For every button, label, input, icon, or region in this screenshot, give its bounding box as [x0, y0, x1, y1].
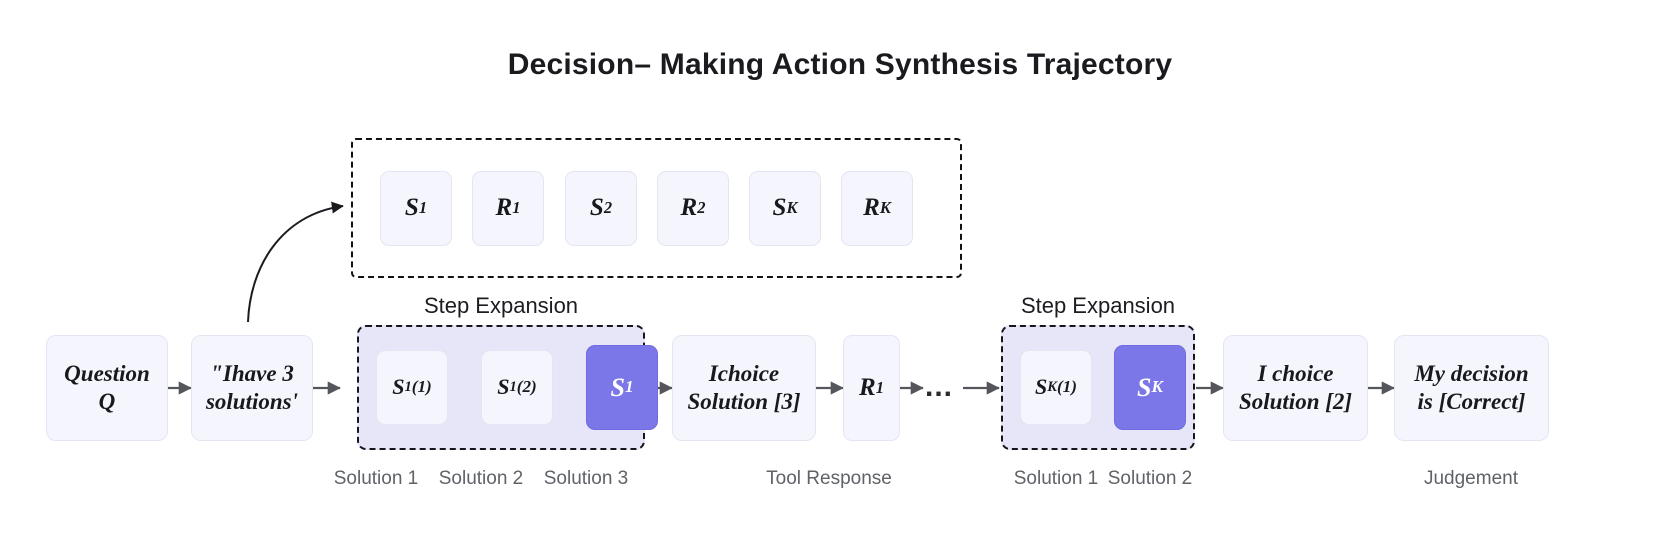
trajectory-node-5-sub: K — [879, 198, 891, 218]
step1-node-0-sup: (1) — [411, 377, 432, 397]
step1-node-1-sup: (2) — [516, 377, 537, 397]
step2-node-1-base: S — [1137, 372, 1152, 402]
step-expansion-2-title: Step Expansion — [1020, 293, 1176, 318]
ellipsis-indicator: ... — [925, 370, 954, 403]
step1-caption-0: Solution 1 — [333, 468, 419, 489]
question-node: Question Q — [46, 335, 168, 441]
trajectory-node-2-base: S — [589, 194, 604, 222]
step2-node-1-sub: K — [1151, 377, 1163, 397]
judgement-caption: Judgement — [1423, 468, 1518, 489]
trajectory-node-3-sub: 2 — [697, 198, 706, 218]
step2-node-0-sup: (1) — [1056, 377, 1077, 397]
step-expansion-1-title: Step Expansion — [423, 293, 579, 318]
claim-node: "Ihave 3 solutions' — [191, 335, 313, 441]
judgement-node: My decision is [Correct] — [1394, 335, 1549, 441]
trajectory-dashed-container — [351, 138, 962, 278]
page-title: Decision– Making Action Synthesis Trajec… — [507, 48, 1173, 81]
reason-1-sub: 1 — [875, 377, 884, 397]
step1-node-0-base: S — [392, 374, 405, 400]
trajectory-node-1-base: R — [495, 194, 513, 222]
trajectory-node-0-base: S — [404, 194, 419, 222]
step1-caption-2: Solution 3 — [543, 468, 629, 489]
step2-caption-0: Solution 1 — [1013, 468, 1099, 489]
tool-response-2-node: I choice Solution [2] — [1223, 335, 1368, 441]
step1-node-0-sub: 1 — [404, 378, 412, 395]
step1-node-2-sub: 1 — [624, 377, 634, 397]
trajectory-node-2-sub: 2 — [603, 198, 613, 218]
step2-caption-1: Solution 2 — [1107, 468, 1193, 489]
trajectory-node-1-sub: 1 — [512, 198, 521, 218]
trajectory-node-4-base: S — [772, 194, 787, 222]
trajectory-node-5-base: R — [863, 194, 880, 222]
step1-node-1-base: S — [497, 374, 510, 400]
reason-1-base: R — [859, 373, 876, 401]
trajectory-node-4-sub: K — [786, 198, 798, 218]
arrow-claim-to-trajectory — [247, 201, 344, 323]
tool-response-1-node: Ichoice Solution [3] — [672, 335, 816, 441]
tool-response-caption: Tool Response — [766, 468, 892, 489]
step1-node-2-base: S — [610, 372, 625, 402]
step1-caption-1: Solution 2 — [438, 468, 524, 489]
trajectory-node-0-sub: 1 — [418, 198, 428, 218]
trajectory-node-3-base: R — [680, 194, 698, 222]
step2-node-0-base: S — [1035, 374, 1048, 400]
step1-node-1-sub: 1 — [509, 378, 517, 395]
step2-node-0-sub: K — [1047, 378, 1057, 395]
